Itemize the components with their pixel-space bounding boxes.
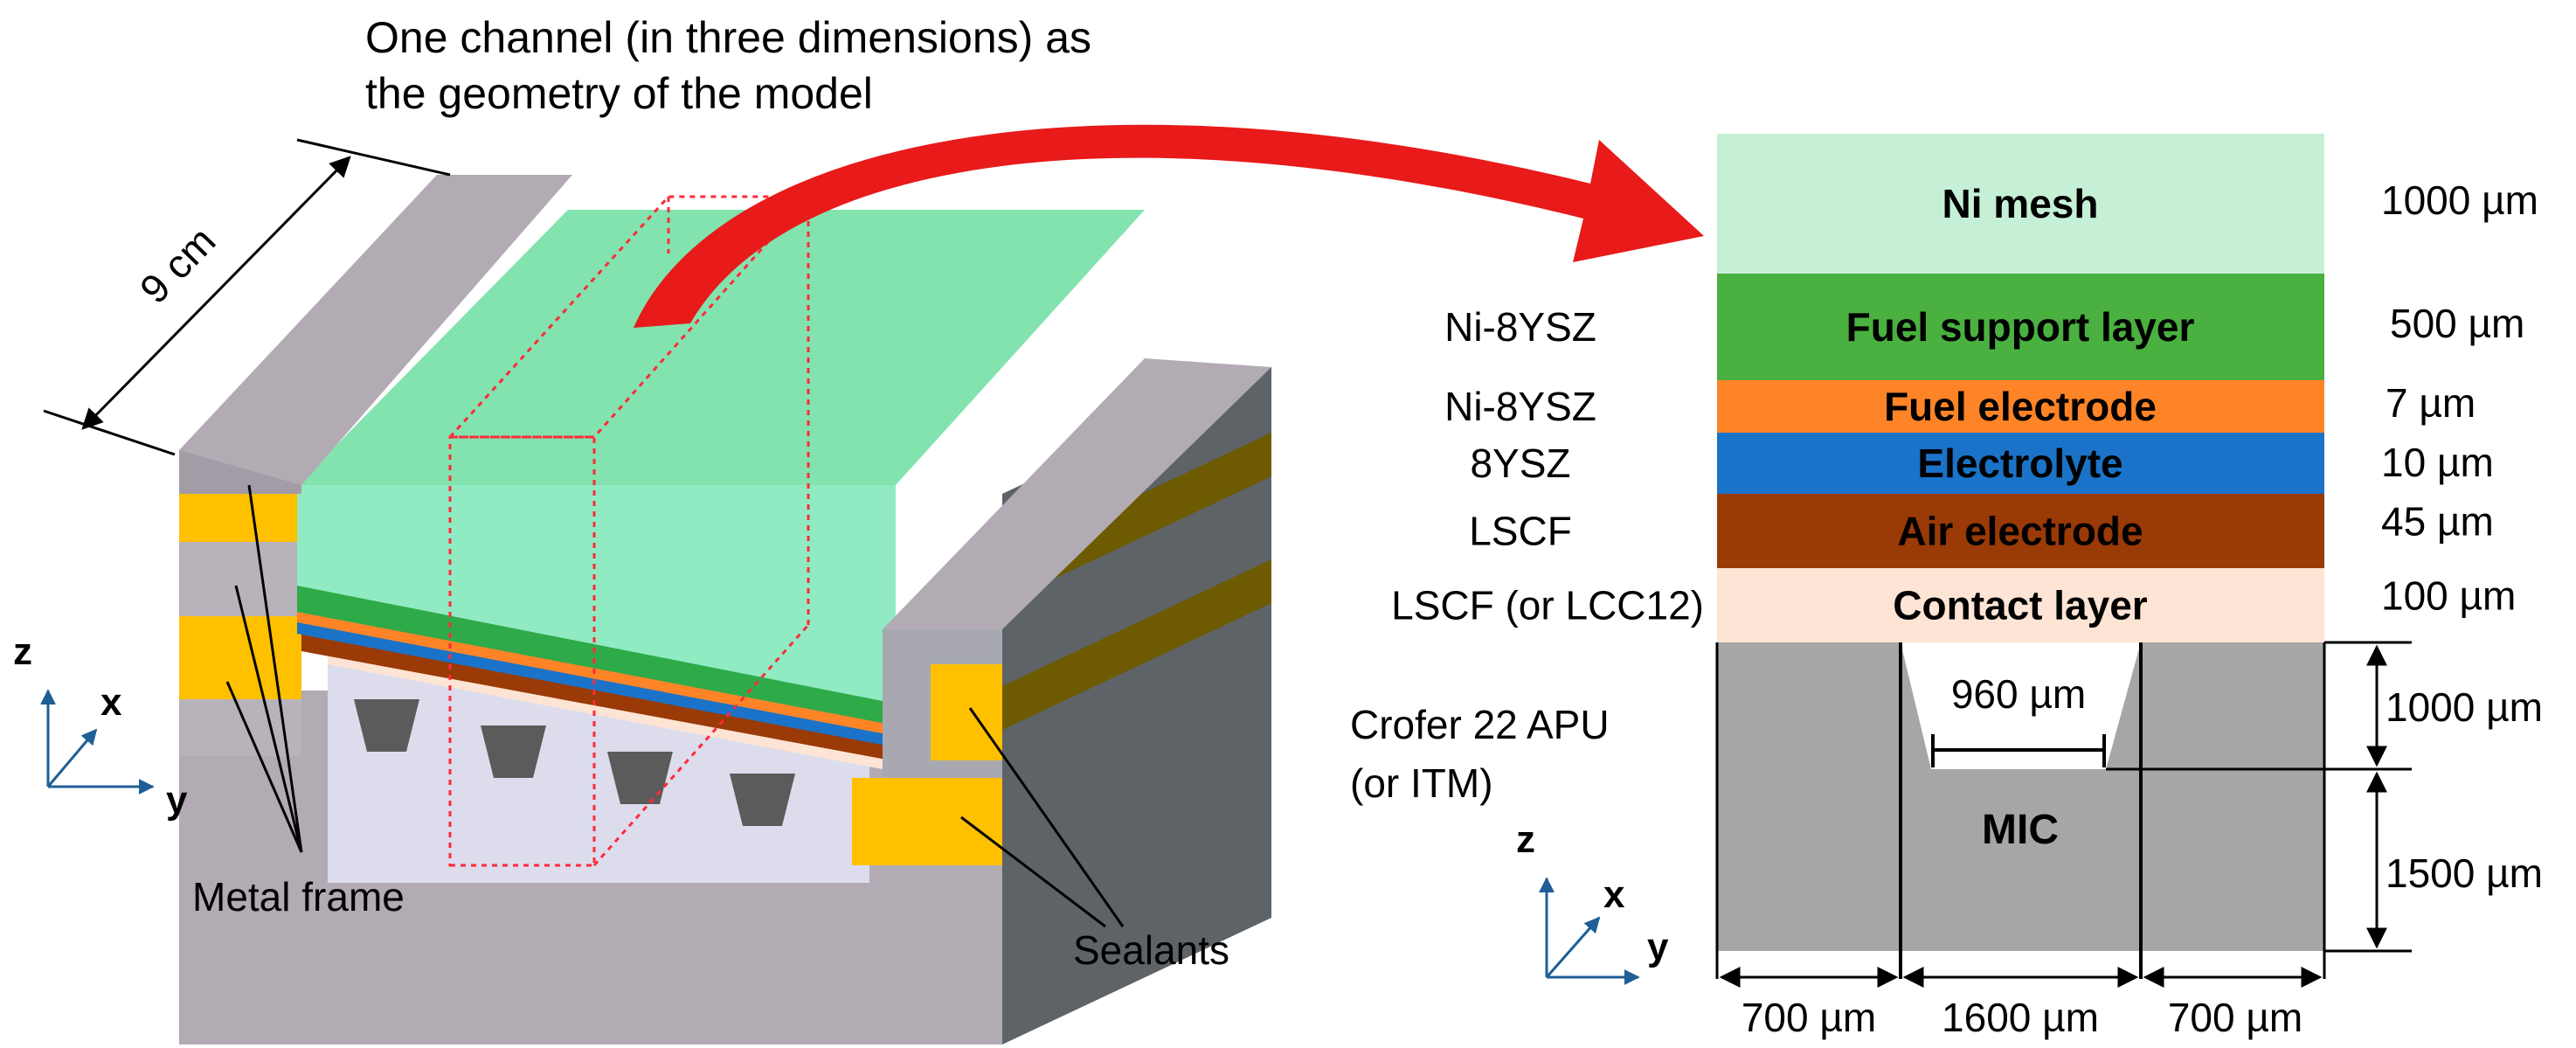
frame-right-top bbox=[883, 358, 1271, 629]
metal-frame-leader-3 bbox=[225, 681, 303, 853]
mic-material-line-1: Crofer 22 APU bbox=[1350, 702, 1610, 747]
layer-4-material: LSCF bbox=[1469, 509, 1572, 554]
stack-3d: 9 cm Metal frame Sealants z x y bbox=[13, 138, 1271, 1045]
layer-3-thickness: 10 µm bbox=[2381, 440, 2494, 485]
sealants-label: Sealants bbox=[1073, 927, 1229, 973]
sealant-left-bottom bbox=[179, 616, 301, 699]
frame-left-front bbox=[179, 450, 301, 494]
metal-frame-leader-1 bbox=[247, 484, 303, 853]
left-axis-x: x bbox=[100, 681, 122, 724]
mesh-top-face bbox=[297, 210, 1145, 485]
layer-5-thickness: 100 µm bbox=[2381, 573, 2516, 619]
right-rib-label: 700 µm bbox=[2168, 995, 2302, 1040]
layer-3-band bbox=[1717, 433, 2324, 494]
layer-3-material: 8YSZ bbox=[1470, 441, 1570, 486]
sealant-left-top bbox=[179, 489, 301, 542]
sealants-leader-1 bbox=[968, 707, 1125, 927]
length-dimension-arrow bbox=[81, 156, 351, 430]
layer-1-name: Fuel support layer bbox=[1846, 304, 2195, 350]
right-axis-y: y bbox=[1647, 926, 1669, 968]
left-axis-y: y bbox=[166, 779, 188, 822]
mic-body bbox=[1717, 642, 2324, 951]
left-axis-z: z bbox=[13, 630, 32, 673]
layer-0-name: Ni mesh bbox=[1942, 181, 2099, 226]
sealants-leader-2 bbox=[960, 815, 1106, 928]
layer-5-material: LSCF (or LCC12) bbox=[1391, 583, 1704, 628]
layer-1-band bbox=[1717, 274, 2324, 380]
layer-4-band bbox=[1717, 494, 2324, 568]
zoom-arrow bbox=[634, 124, 1704, 328]
sealant-right-stripe-2 bbox=[1002, 559, 1271, 730]
layer-2-band bbox=[1717, 380, 2324, 433]
sealant-right-bottom bbox=[852, 778, 1002, 865]
left-axes bbox=[40, 689, 155, 795]
channel-3 bbox=[607, 752, 673, 804]
layer-3-name: Electrolyte bbox=[1917, 441, 2122, 486]
mesh-front-face bbox=[297, 485, 896, 704]
caption-line-2: the geometry of the model bbox=[365, 69, 873, 118]
right-axes bbox=[1539, 877, 1640, 985]
mic-material-line-2: (or ITM) bbox=[1350, 760, 1493, 806]
metal-frame-leader-2 bbox=[234, 585, 303, 853]
channel-1 bbox=[354, 699, 419, 752]
layer-5-name: Contact layer bbox=[1893, 583, 2148, 628]
layer-1-thickness: 500 µm bbox=[2390, 301, 2524, 346]
length-leader-top bbox=[296, 138, 451, 177]
layer-4-thickness: 45 µm bbox=[2381, 499, 2494, 545]
layer-2-name: Fuel electrode bbox=[1884, 384, 2157, 429]
layer-0-thickness: 1000 µm bbox=[2381, 177, 2538, 223]
left-rib-label: 700 µm bbox=[1742, 995, 1876, 1040]
sealant-right-top bbox=[931, 664, 1002, 760]
layer-2-thickness: 7 µm bbox=[2386, 380, 2476, 426]
channel-2 bbox=[481, 725, 546, 778]
channel-span-label: 1600 µm bbox=[1942, 995, 2099, 1040]
layer-4-name: Air electrode bbox=[1897, 509, 2143, 554]
channel-width-label: 960 µm bbox=[1951, 671, 2086, 717]
layer-2-material: Ni-8YSZ bbox=[1444, 384, 1596, 429]
caption-line-1: One channel (in three dimensions) as bbox=[365, 13, 1091, 62]
layer-1-material: Ni-8YSZ bbox=[1444, 304, 1596, 350]
right-axis-x: x bbox=[1603, 873, 1625, 916]
right-axis-z: z bbox=[1516, 818, 1535, 861]
layer-0-band bbox=[1717, 134, 2324, 274]
channel-4 bbox=[730, 774, 795, 826]
metal-frame-label: Metal frame bbox=[192, 874, 405, 920]
layer-5-band bbox=[1717, 568, 2324, 642]
layer-stack: Ni mesh 1000 µm Fuel support layer 500 µm Ni… bbox=[1391, 134, 2538, 642]
base-height-label: 1500 µm bbox=[2386, 850, 2543, 896]
length-leader-bottom bbox=[43, 409, 176, 456]
rib-height-label: 1000 µm bbox=[2386, 684, 2543, 730]
mic-label: MIC bbox=[1982, 807, 2059, 853]
